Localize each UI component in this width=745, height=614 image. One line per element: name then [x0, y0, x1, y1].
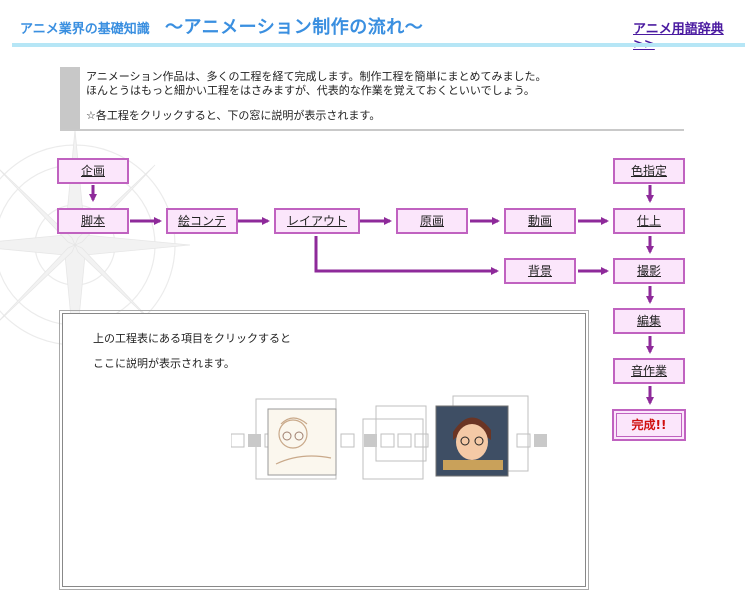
sketch-drawing-icon — [267, 408, 337, 476]
step-genga[interactable]: 原画 — [396, 208, 468, 234]
step-shiage[interactable]: 仕上 — [613, 208, 685, 234]
step-ekonte[interactable]: 絵コンテ — [166, 208, 238, 234]
intro-panel: アニメーション作品は、多くの工程を経て完成します。制作工程を簡単にまとめてみまし… — [60, 67, 684, 131]
step-satsuei[interactable]: 撮影 — [613, 258, 685, 284]
intro-text: ほんとうはもっと細かい工程をはさみますが、代表的な作業を覚えておくといいでしょう… — [86, 84, 535, 97]
intro-accent-bar — [60, 67, 80, 129]
step-kyakuhon[interactable]: 脚本 — [57, 208, 129, 234]
description-text: ここに説明が表示されます。 — [93, 357, 235, 370]
step-haikei[interactable]: 背景 — [504, 258, 576, 284]
header-divider — [12, 43, 745, 47]
intro-instruction: ☆各工程をクリックすると、下の窓に説明が表示されます。 — [86, 109, 381, 122]
description-window: 上の工程表にある項目をクリックすると ここに説明が表示されます。 — [59, 310, 589, 590]
step-douga[interactable]: 動画 — [504, 208, 576, 234]
step-onsagyo[interactable]: 音作業 — [613, 358, 685, 384]
page-title: 〜アニメーション制作の流れ〜 — [165, 17, 424, 38]
header: アニメ業界の基礎知識 〜アニメーション制作の流れ〜 アニメ用語辞典>> — [0, 0, 745, 52]
step-kikaku[interactable]: 企画 — [57, 158, 129, 184]
step-shikitei[interactable]: 色指定 — [613, 158, 685, 184]
colored-character-icon — [435, 405, 509, 477]
step-layout[interactable]: レイアウト — [274, 208, 360, 234]
step-henshu[interactable]: 編集 — [613, 308, 685, 334]
intro-text: アニメーション作品は、多くの工程を経て完成します。制作工程を簡単にまとめてみまし… — [86, 70, 547, 83]
step-kansei[interactable]: 完成!! — [612, 409, 686, 441]
site-title: アニメ業界の基礎知識 — [20, 22, 150, 37]
description-text: 上の工程表にある項目をクリックすると — [93, 332, 291, 345]
film-strip-illustration — [231, 395, 547, 480]
